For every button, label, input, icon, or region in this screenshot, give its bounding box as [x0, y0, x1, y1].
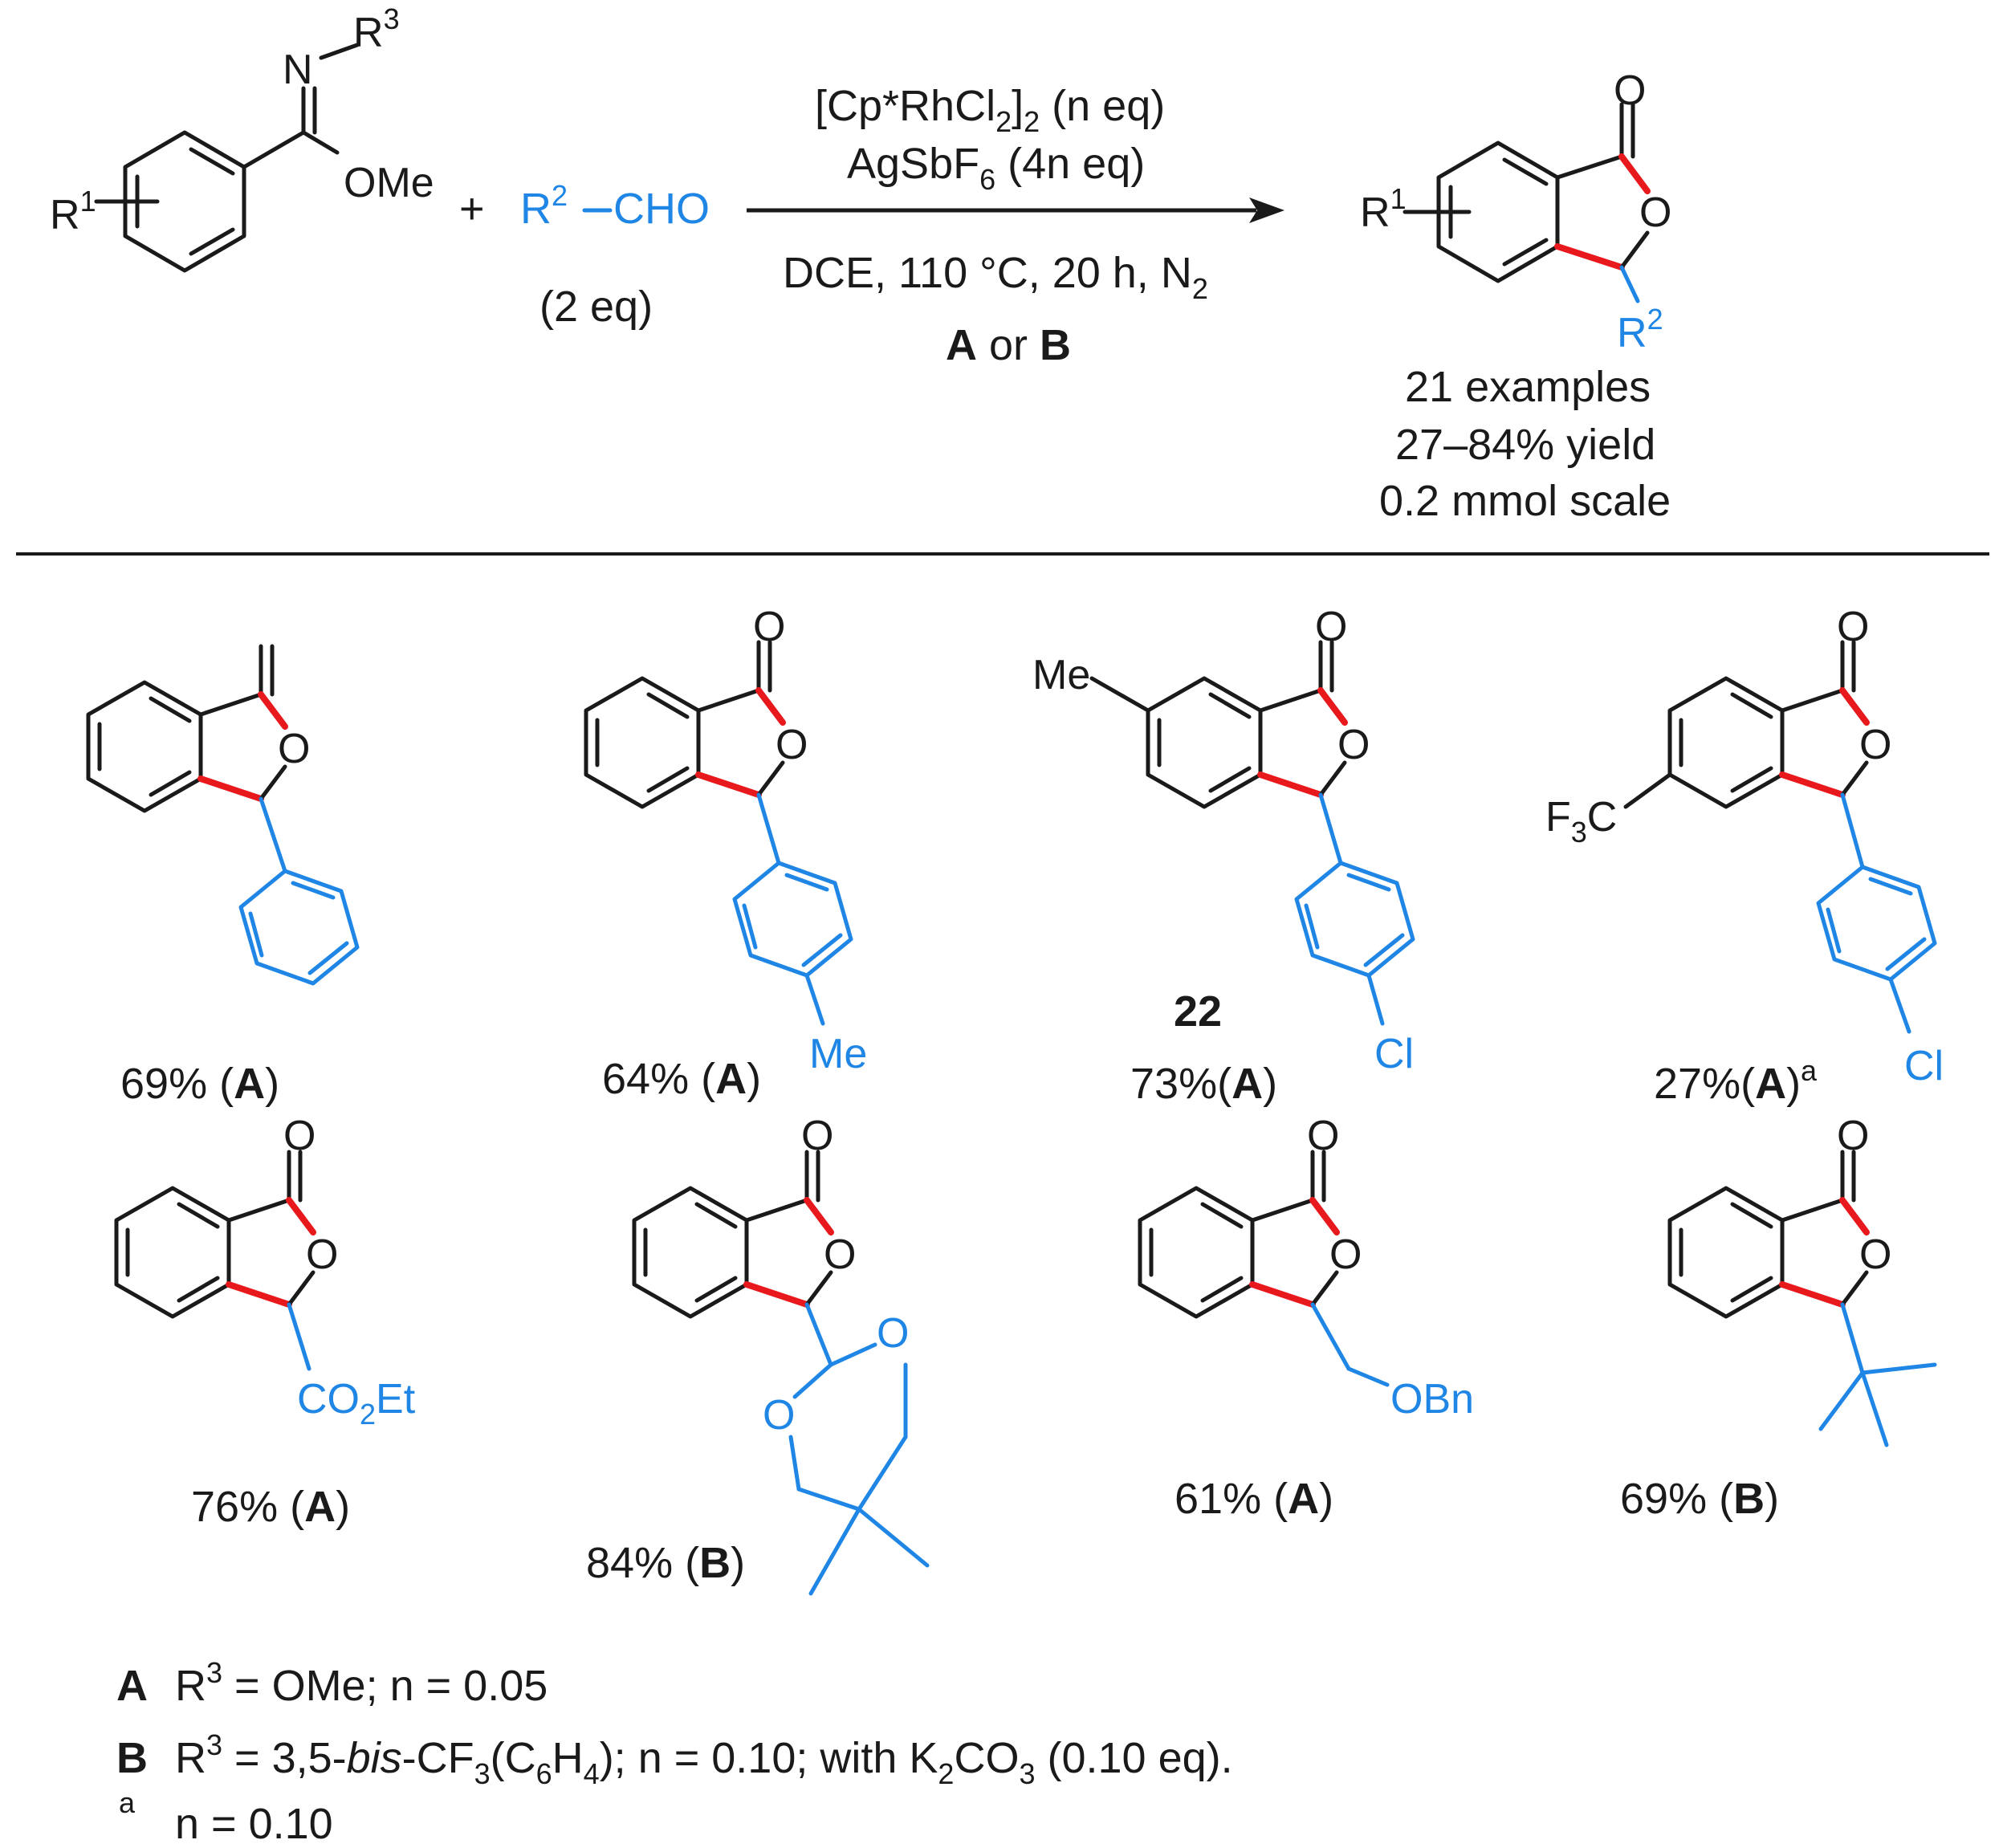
- svg-text:Cl: Cl: [1374, 1031, 1414, 1077]
- svg-text:O: O: [1307, 1113, 1339, 1159]
- example-8: O O 69% (B): [1620, 1113, 1937, 1523]
- svg-text:R2: R2: [1617, 303, 1663, 356]
- svg-text:AgSbF6 (4n eq): AgSbF6 (4n eq): [847, 140, 1145, 196]
- svg-text:Cl: Cl: [1904, 1043, 1944, 1089]
- methoxy-group: OMe: [344, 160, 434, 206]
- product-phthalide: O O R1 R2 21 examples 27–84% yield 0.2 m…: [1360, 67, 1671, 525]
- summary-scale: 0.2 mmol scale: [1379, 477, 1671, 525]
- svg-text:A: A: [116, 1662, 148, 1710]
- svg-text:O: O: [877, 1310, 909, 1357]
- svg-text:76% (A): 76% (A): [191, 1483, 350, 1531]
- svg-text:O: O: [776, 722, 808, 768]
- summary-examples: 21 examples: [1405, 363, 1651, 411]
- svg-text:O: O: [278, 726, 310, 772]
- svg-text:F3C: F3C: [1545, 794, 1617, 849]
- svg-text:O: O: [1837, 1113, 1869, 1159]
- svg-text:O: O: [1639, 189, 1671, 236]
- svg-text:R3: R3: [353, 2, 400, 56]
- svg-text:DCE, 110 °C, 20 h, N2: DCE, 110 °C, 20 h, N2: [783, 249, 1208, 305]
- svg-text:O: O: [1329, 1231, 1362, 1278]
- svg-text:84% (B): 84% (B): [586, 1539, 745, 1587]
- svg-text:O: O: [824, 1231, 856, 1278]
- svg-text:73%(A): 73%(A): [1130, 1060, 1277, 1108]
- svg-text:a: a: [119, 1786, 136, 1819]
- example-4: F3C O O Cl 27%(A)a: [1545, 604, 1944, 1108]
- svg-text:OBn: OBn: [1390, 1376, 1474, 1423]
- svg-text:O: O: [306, 1231, 338, 1278]
- aldehyde-equiv: (2 eq): [539, 283, 653, 331]
- svg-text:69% (B): 69% (B): [1620, 1475, 1779, 1523]
- svg-text:64% (A): 64% (A): [602, 1055, 761, 1103]
- svg-text:R1: R1: [1360, 182, 1407, 236]
- svg-text:A or B: A or B: [946, 321, 1071, 369]
- svg-text:O: O: [283, 1113, 316, 1159]
- svg-text:R3 = OMe; n = 0.05: R3 = OMe; n = 0.05: [175, 1656, 548, 1710]
- r1-substituent: R1: [50, 185, 96, 238]
- example-3: Me O O Cl 22 73%(A): [1032, 604, 1415, 1108]
- svg-text:R3 = 3,5-bis-CF3(C6H4); n = 0.: R3 = 3,5-bis-CF3(C6H4); n = 0.10; with K…: [175, 1728, 1233, 1790]
- svg-text:O: O: [1614, 67, 1646, 114]
- reactant-imidate: N R3 OMe R1: [50, 2, 434, 273]
- svg-text:O: O: [1315, 604, 1347, 650]
- example-5: O O CO2Et 76% (A): [114, 1113, 416, 1531]
- svg-text:O: O: [1837, 604, 1869, 650]
- example-2: O O Me 64% (A): [584, 604, 867, 1103]
- svg-text:O: O: [1337, 722, 1370, 768]
- example-1: O 69% (A): [86, 644, 360, 1108]
- plus-sign: +: [459, 185, 485, 233]
- summary-yield: 27–84% yield: [1395, 421, 1655, 469]
- svg-text:Me: Me: [1032, 652, 1090, 698]
- svg-text:n = 0.10: n = 0.10: [175, 1800, 333, 1848]
- reactant-aldehyde: R2 CHO (2 eq): [520, 179, 710, 331]
- svg-text:O: O: [763, 1392, 795, 1439]
- svg-text:O: O: [801, 1113, 833, 1159]
- svg-text:O: O: [753, 604, 785, 650]
- svg-text:O: O: [1859, 1231, 1891, 1278]
- svg-text:R2: R2: [520, 179, 568, 233]
- svg-text:CO2Et: CO2Et: [297, 1376, 416, 1431]
- svg-text:O: O: [1859, 722, 1891, 768]
- svg-text:[Cp*RhCl2]2 (n eq): [Cp*RhCl2]2 (n eq): [815, 82, 1165, 138]
- svg-text:B: B: [116, 1734, 148, 1782]
- example-7: O O OBn 61% (A): [1138, 1113, 1474, 1523]
- imine-nitrogen: N: [283, 47, 313, 93]
- example-6: O O O O 84% (B): [586, 1113, 930, 1596]
- reaction-conditions: [Cp*RhCl2]2 (n eq) AgSbF6 (4n eq) DCE, 1…: [747, 82, 1284, 369]
- footnotes: A R3 = OMe; n = 0.05 B R3 = 3,5-bis-CF3(…: [116, 1656, 1233, 1848]
- svg-text:CHO: CHO: [613, 185, 710, 233]
- svg-text:Me: Me: [809, 1031, 867, 1077]
- svg-text:69% (A): 69% (A): [120, 1060, 279, 1108]
- svg-text:27%(A)a: 27%(A)a: [1654, 1054, 1818, 1108]
- compound-number: 22: [1174, 987, 1222, 1036]
- svg-text:61% (A): 61% (A): [1175, 1475, 1333, 1523]
